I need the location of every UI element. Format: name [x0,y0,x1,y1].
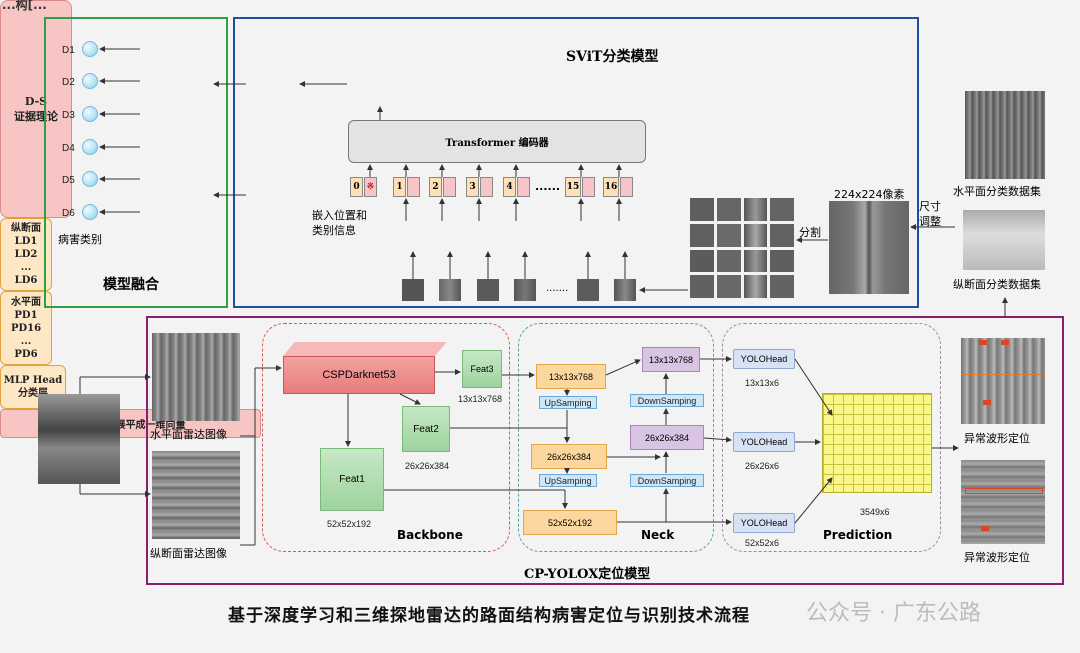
model-fusion-title: 模型融合 [103,277,159,293]
neck-13-right-box: 13x13x768 [642,347,700,372]
output-d6-label: D6 [62,208,75,219]
token-ellipsis: ...... [535,180,561,193]
token-2-embed [443,177,456,197]
feat2-box: Feat2 [402,406,450,452]
cspdarknet-box: CSPDarknet53 [283,356,435,394]
horizontal-dataset-label: 水平面分类数据集 [953,185,1041,198]
vertical-dataset-label: 纵断面分类数据集 [953,278,1041,291]
neck-13-box: 13x13x768 [536,364,606,389]
disease-category-label: 病害类别 [58,233,102,246]
token-15-embed [582,177,595,197]
patch-16 [614,279,636,301]
yolohead-26-dim: 26x26x6 [745,461,780,471]
figure-caption: 基于深度学习和三维探地雷达的路面结构病害定位与识别技术流程 [228,606,750,626]
top-left-title: ...构[... [2,0,47,12]
feat3-box: Feat3 [462,350,502,388]
token-3: 3 [466,177,479,197]
token-2: 2 [429,177,442,197]
patch-4 [514,279,536,301]
yolox-title: CP-YOLOX定位模型 [524,567,651,582]
output-d2-label: D2 [62,77,75,88]
watermark: 公众号 · 广东公路 [806,601,981,626]
output-d5-label: D5 [62,175,75,186]
feat1-box: Feat1 [320,448,384,511]
vertical-dataset-image [963,210,1045,270]
anomaly-label-2: 异常波形定位 [964,551,1030,564]
downsampling-2: DownSamping [630,394,704,407]
token-cls: ※ [364,177,377,197]
ds-theory-box: D-S 证据理论 [0,0,72,218]
patch-grid [690,198,794,298]
input-3d-radar [38,394,120,484]
patch-3 [477,279,499,301]
backbone-region [262,323,510,552]
horizontal-radar-image [152,333,240,421]
patch-15 [577,279,599,301]
output-d1-circle [82,41,98,57]
token-4: 4 [503,177,516,197]
prediction-cube-dim: 3549x6 [860,507,890,517]
feat2-dim: 26x26x384 [405,461,450,471]
output-d4-label: D4 [62,143,75,154]
yolohead-26: YOLOHead [733,432,795,452]
token-15: 15 [565,177,581,197]
svit-title: SViT分类模型 [566,49,659,65]
feat1-dim: 52x52x192 [327,519,372,529]
token-4-embed [517,177,530,197]
svit-panel [233,17,919,308]
neck-52-box: 52x52x192 [523,510,617,535]
patch-ellipsis: ....... [546,283,569,294]
resize-label: 尺寸 调整 [919,200,941,228]
anomaly-image-2 [961,460,1045,544]
horizontal-dataset-image [965,91,1045,179]
token-0: 0 [350,177,363,197]
prediction-region [722,323,941,552]
upsampling-2: UpSamping [539,474,597,487]
horizontal-probability-box: 水平面 PD1 PD16 ... PD6 [0,291,52,365]
token-16-embed [620,177,633,197]
vertical-radar-label: 纵断面雷达图像 [150,547,227,560]
token-1: 1 [393,177,406,197]
neck-region [518,323,714,552]
backbone-label: Backbone [397,528,463,542]
patch-2 [439,279,461,301]
output-d5-circle [82,171,98,187]
prediction-cube [822,393,932,493]
split-label: 分割 [799,226,821,239]
yolohead-52: YOLOHead [733,513,795,533]
yolohead-13: YOLOHead [733,349,795,369]
output-d3-circle [82,106,98,122]
token-1-embed [407,177,420,197]
anomaly-image-1 [961,338,1045,424]
output-d3-label: D3 [62,110,75,121]
vertical-radar-image [152,451,240,539]
patch-1 [402,279,424,301]
horizontal-radar-label: 水平面雷达图像 [150,428,227,441]
image-size-label: 224x224像素 [834,188,905,201]
anomaly-label-1: 异常波形定位 [964,432,1030,445]
yolox-panel [146,316,1064,585]
yolohead-13-dim: 13x13x6 [745,378,780,388]
token-3-embed [480,177,493,197]
model-fusion-panel [44,17,228,308]
upsampling-1: UpSamping [539,396,597,409]
output-d4-circle [82,139,98,155]
prediction-label: Prediction [823,528,893,542]
embed-label: 嵌入位置和 类别信息 [312,209,367,237]
yolohead-52-dim: 52x52x6 [745,538,780,548]
transformer-encoder-box: Transformer 编码器 [348,120,646,163]
vertical-probability-box: 纵断面 LD1 LD2 ... LD6 [0,218,52,291]
neck-26-right-box: 26x26x384 [630,425,704,450]
resized-image [829,201,909,294]
output-d1-label: D1 [62,45,75,56]
downsampling-1: DownSamping [630,474,704,487]
feat3-dim: 13x13x768 [458,394,503,404]
output-d2-circle [82,73,98,89]
token-16: 16 [603,177,619,197]
neck-label: Neck [641,528,675,542]
output-d6-circle [82,204,98,220]
